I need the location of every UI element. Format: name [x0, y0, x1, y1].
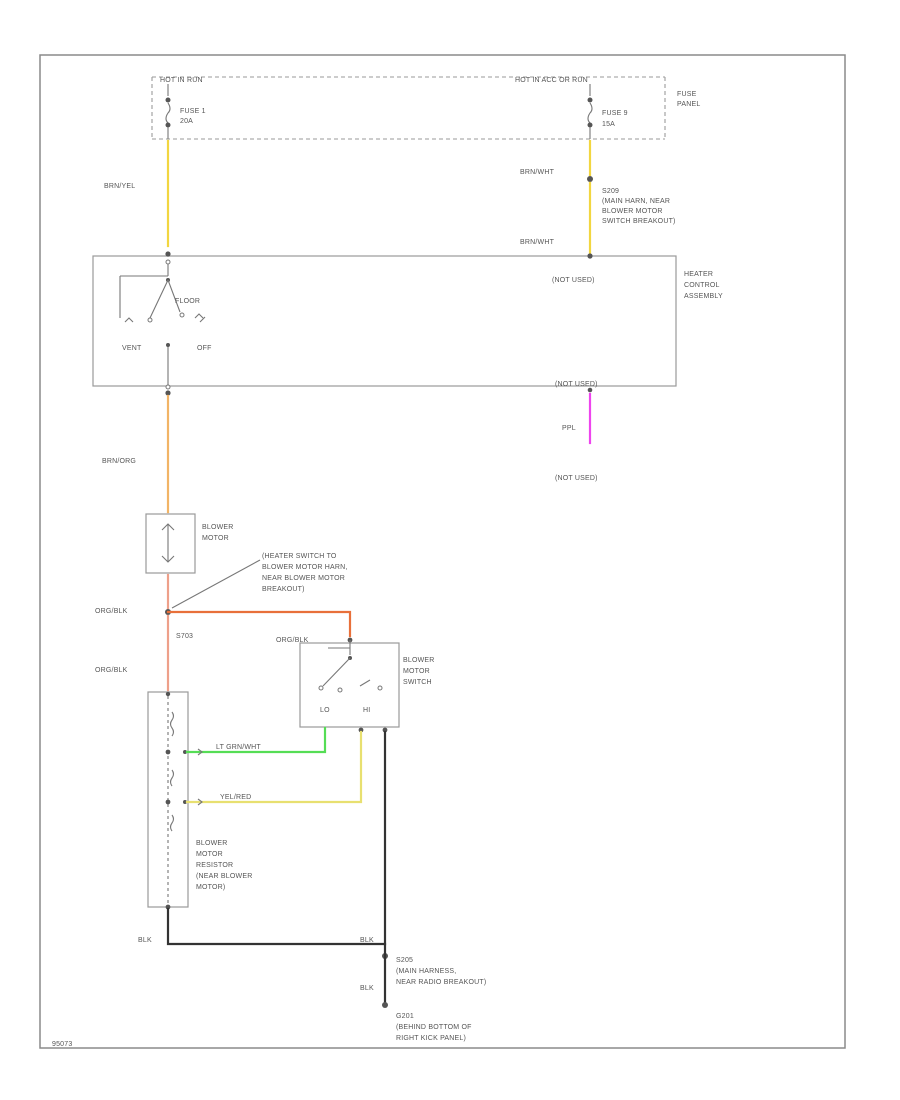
fuse-9-rating: 15A [602, 121, 615, 128]
wire-org-blk-2-label: ORG/BLK [276, 637, 309, 644]
floor-label: FLOOR [175, 298, 200, 305]
fuse-9: FUSE 9 15A [587, 84, 628, 139]
blower-motor: BLOWER MOTOR [145, 513, 234, 574]
wire-ppl-label: PPL [562, 425, 576, 432]
fuse-1: FUSE 1 20A [165, 84, 206, 139]
wire-yel-red [185, 730, 363, 804]
resistor-label-2: MOTOR [196, 851, 223, 858]
splice-s209-l3: BLOWER MOTOR [602, 208, 663, 215]
fuse-panel: HOT IN RUN HOT IN ACC OR RUN FUSE PANEL … [151, 76, 700, 140]
ground-g201-l1: G201 [396, 1013, 414, 1020]
fuse-panel-label-2: PANEL [677, 101, 700, 108]
wire-lt-grn-wht-label: LT GRN/WHT [216, 744, 261, 751]
vent-label: VENT [122, 345, 142, 352]
resistor-label-4: (NEAR BLOWER [196, 873, 252, 880]
splice-s703-note-4: BREAKOUT) [262, 586, 305, 593]
resistor-label-3: RESISTOR [196, 862, 233, 869]
splice-s703-note-2: BLOWER MOTOR HARN, [262, 564, 348, 571]
fuse-1-rating: 20A [180, 118, 193, 125]
ground-g201-l3: RIGHT KICK PANEL) [396, 1035, 466, 1042]
wire-brn-org-label: BRN/ORG [102, 458, 136, 465]
splice-s209-dot [587, 176, 593, 182]
resistor-label-5: MOTOR) [196, 884, 225, 891]
hi-label: HI [363, 707, 370, 714]
splice-s205-l3: NEAR RADIO BREAKOUT) [396, 979, 486, 986]
wire-org-blk-3-label: ORG/BLK [95, 667, 128, 674]
wire-org-blk-1-label: ORG/BLK [95, 608, 128, 615]
not-used-label-1: (NOT USED) [552, 277, 595, 284]
wire-lt-grn-wht [185, 726, 327, 754]
heater-control-label-1: HEATER [684, 271, 713, 278]
wire-brn-wht-top-label: BRN/WHT [520, 169, 555, 176]
fuse-9-label: FUSE 9 [602, 110, 628, 117]
blower-motor-switch: ORG/BLK LO HI BLOWER MOTOR SWITCH [276, 637, 435, 733]
fuse-1-label: FUSE 1 [180, 108, 206, 115]
blower-switch-label-2: MOTOR [403, 668, 430, 675]
wire-blk-1 [166, 907, 387, 946]
diagram-id: 95073 [52, 1041, 72, 1048]
splice-s205-l2: (MAIN HARNESS, [396, 968, 456, 975]
off-label: OFF [197, 345, 212, 352]
splice-s209-l4: SWITCH BREAKOUT) [602, 218, 676, 225]
blower-motor-label-1: BLOWER [202, 524, 234, 531]
heater-control-label-3: ASSEMBLY [684, 293, 723, 300]
wire-org-blk-2 [166, 610, 352, 638]
s703-leader [171, 559, 261, 609]
wire-brn-yel-label: BRN/YEL [104, 183, 135, 190]
blower-motor-resistor: BLOWER MOTOR RESISTOR (NEAR BLOWER MOTOR… [147, 691, 252, 910]
wire-brn-wht-bottom-label: BRN/WHT [520, 239, 555, 246]
ground-g201-l2: (BEHIND BOTTOM OF [396, 1024, 472, 1031]
hot-in-run-label: HOT IN RUN [160, 77, 203, 84]
splice-s703-label: S703 [176, 633, 193, 640]
wire-blk-1-label: BLK [138, 937, 152, 944]
splice-s703-note-1: (HEATER SWITCH TO [262, 553, 337, 560]
lo-label: LO [320, 707, 330, 714]
resistor-label-1: BLOWER [196, 840, 228, 847]
splice-s205-l1: S205 [396, 957, 413, 964]
mode-switch: FLOOR VENT OFF [119, 264, 212, 385]
fuse-panel-label-1: FUSE [677, 91, 697, 98]
heater-control-assembly: HEATER CONTROL ASSEMBLY (NOT USED) (NOT … [92, 251, 723, 396]
splice-s209-l1: S209 [602, 188, 619, 195]
not-used-label-2: (NOT USED) [555, 381, 598, 388]
not-used-label-3: (NOT USED) [555, 475, 598, 482]
wire-blk-2-label: BLK [360, 937, 374, 944]
wire-yel-red-label: YEL/RED [220, 794, 251, 801]
wire-blk-3-label: BLK [360, 985, 374, 992]
splice-s209-l2: (MAIN HARN, NEAR [602, 198, 670, 205]
blower-switch-label-3: SWITCH [403, 679, 432, 686]
splice-s703-note-3: NEAR BLOWER MOTOR [262, 575, 345, 582]
blower-motor-label-2: MOTOR [202, 535, 229, 542]
heater-control-label-2: CONTROL [684, 282, 720, 289]
diagram-frame [39, 54, 846, 1049]
hot-in-acc-run-label: HOT IN ACC OR RUN [515, 77, 588, 84]
ground-g201-dot [382, 1002, 388, 1008]
blower-switch-label-1: BLOWER [403, 657, 435, 664]
